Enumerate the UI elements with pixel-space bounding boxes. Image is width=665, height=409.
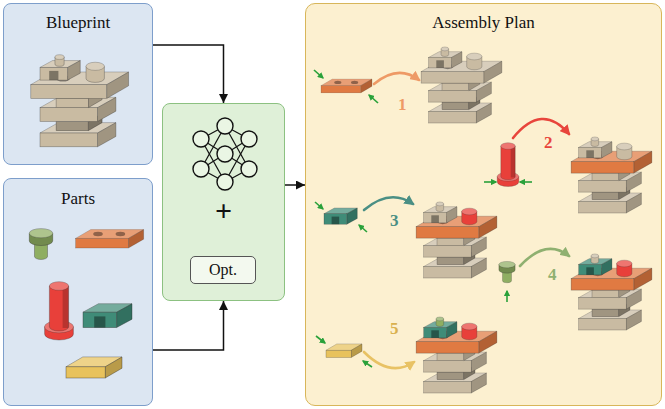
- drawing-part: [193, 118, 257, 190]
- plate-part: [321, 79, 372, 93]
- drawing-part: [462, 208, 477, 225]
- drawing-part: [193, 131, 209, 147]
- callout-number: 5: [390, 320, 399, 338]
- grip-arrow: [363, 361, 372, 367]
- flow-arrow: [153, 45, 224, 103]
- drawing-part: [217, 146, 233, 162]
- model-panel: + Opt.: [162, 103, 285, 301]
- callout-number: 1: [398, 96, 407, 114]
- drawing-part: [66, 357, 122, 378]
- drawing-part: [241, 161, 257, 177]
- drawing-part: [591, 254, 599, 264]
- output-panel: Assembly Plan 1 2 3 4 5: [305, 3, 662, 406]
- plus-sign: +: [215, 196, 232, 226]
- assembly-state: [571, 137, 652, 213]
- assembly-state: [416, 202, 497, 278]
- drawing-part: [193, 161, 209, 177]
- assembly-state: [571, 254, 652, 330]
- drawing-part: [467, 53, 482, 70]
- node-title: Blueprint: [46, 13, 110, 33]
- block-part: [324, 208, 357, 224]
- drawing-part: [217, 118, 233, 134]
- step-arrow: [364, 352, 414, 368]
- node-title: Opt.: [209, 257, 237, 282]
- optimizer-box: Opt.: [190, 256, 256, 284]
- step-arrow: [513, 119, 569, 138]
- input-panel: Parts: [3, 178, 153, 406]
- drawing-part: [86, 62, 104, 82]
- grip-arrow: [520, 181, 532, 183]
- drawing-part: [76, 230, 144, 248]
- drawing-part: [217, 174, 233, 190]
- node-title: Parts: [61, 189, 95, 209]
- flow-arrow: [285, 184, 305, 186]
- input-panel: Blueprint: [3, 3, 153, 165]
- parts-illustration: [4, 179, 154, 407]
- drawing-part: [83, 304, 132, 328]
- drawing-part: [241, 131, 257, 147]
- callout-number: 4: [548, 266, 557, 284]
- node-title: Assembly Plan: [432, 13, 534, 33]
- grip-arrow: [316, 336, 325, 343]
- drawing-part: [462, 323, 477, 340]
- assembly-state: [421, 47, 502, 123]
- assembly-illustration: [306, 4, 663, 407]
- drawing-part: [617, 143, 632, 160]
- drawing-part: [55, 55, 64, 67]
- grip-arrow: [369, 95, 378, 103]
- drawing-part: [617, 260, 632, 277]
- slider-part: [326, 344, 362, 358]
- drawing-part: [441, 47, 449, 57]
- step-arrow: [374, 73, 419, 84]
- drawing-part: [29, 229, 52, 260]
- step-arrow: [364, 197, 413, 210]
- pin-part: [497, 143, 519, 187]
- drawing-part: [364, 73, 569, 368]
- step-arrow: [520, 249, 569, 266]
- grip-arrow: [359, 225, 367, 232]
- grip-arrow: [314, 70, 323, 78]
- small-pin-part: [499, 261, 515, 282]
- callout-number: 2: [544, 134, 553, 152]
- grip-arrow: [484, 181, 496, 183]
- drawing-part: [314, 70, 532, 367]
- grip-arrow: [315, 202, 323, 209]
- target-assembly: [31, 55, 129, 147]
- assembly-state: [416, 317, 497, 393]
- grip-arrow: [506, 291, 508, 302]
- callout-number: 3: [390, 212, 399, 230]
- flow-arrow: [153, 301, 224, 350]
- drawing-part: [591, 137, 599, 147]
- drawing-part: [45, 282, 74, 340]
- drawing-part: [436, 317, 444, 327]
- drawing-part: [436, 202, 444, 212]
